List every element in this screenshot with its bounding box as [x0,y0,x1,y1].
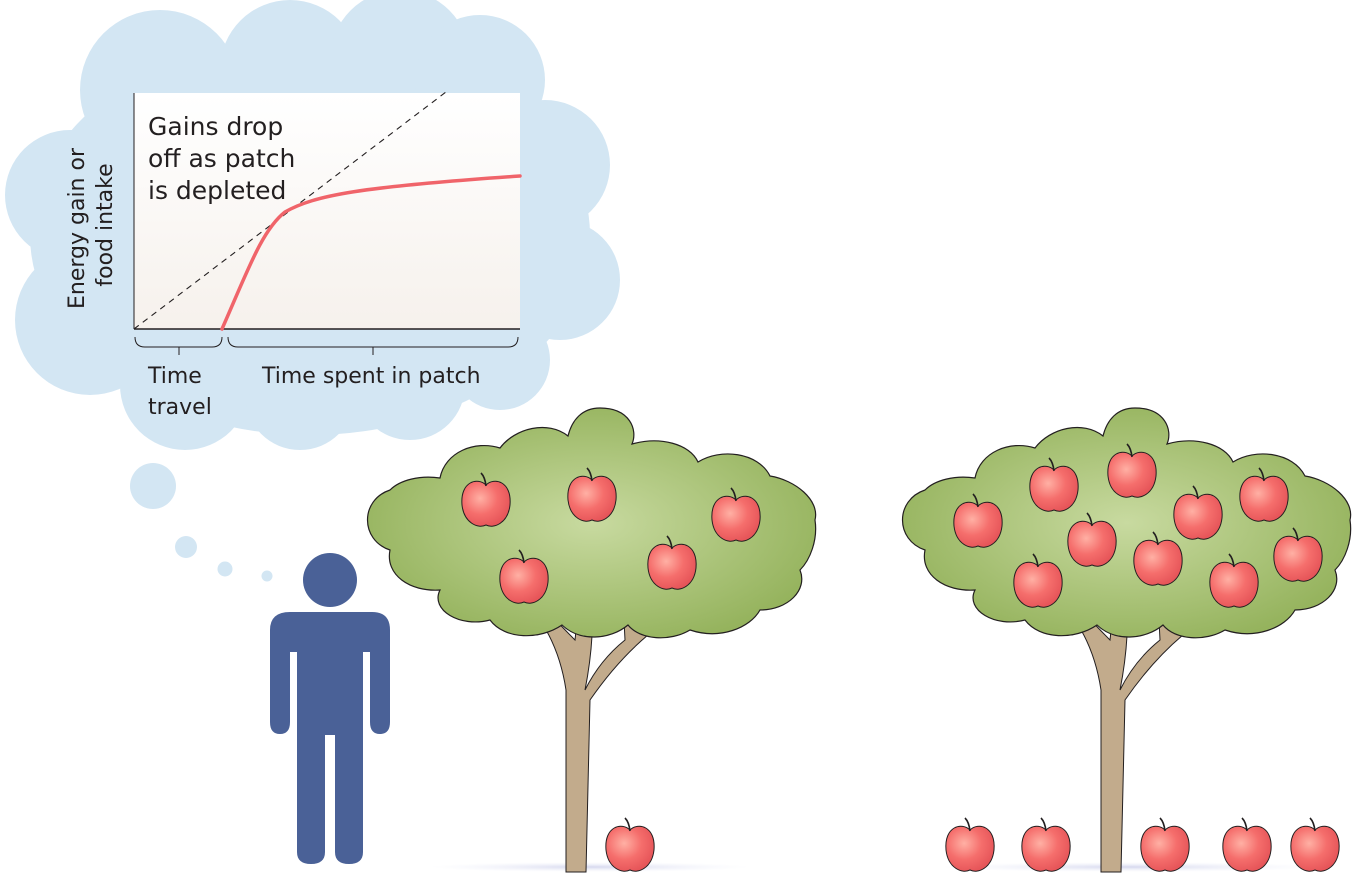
apple-on-tree [647,535,697,590]
person-figure [270,553,390,864]
apple-on-tree [499,549,549,604]
person-body [270,612,390,864]
apple-on-ground [1290,817,1340,872]
apple-on-ground [945,817,995,872]
y-axis-label: Energy gain or food intake [65,141,118,309]
foraging-graph: Gains drop off as patch is depleted Ener… [65,91,522,420]
foliage [367,407,817,639]
annotation-line-2: off as patch [148,144,295,173]
apple-on-ground [605,817,655,872]
apple-on-tree [461,472,511,527]
patch-time-bracket [227,336,519,355]
tree-depleted [367,407,817,873]
thought-trail-dots [130,463,273,582]
travel-label-line-1: Time [147,364,202,389]
gain-curve [220,174,522,331]
plot-area [134,93,520,329]
travel-label-line-2: travel [148,395,212,420]
travel-time-bracket [134,336,223,355]
apple-on-ground [1140,817,1190,872]
graph-annotation: Gains drop off as patch is depleted [148,112,303,205]
annotation-line-3: is depleted [148,176,286,205]
apple-on-tree [1013,553,1063,608]
apple-on-ground [1222,817,1272,872]
apple-on-tree [1029,457,1079,512]
apple-on-ground [1021,817,1071,872]
travel-time-label: Time travel [147,364,212,420]
apple-on-tree [953,493,1003,548]
apple-on-tree [567,467,617,522]
apple-on-tree [1209,553,1259,608]
apple-on-tree [711,487,761,542]
apple-on-tree [1173,485,1223,540]
patch-time-label: Time spent in patch [261,364,481,389]
annotation-line-1: Gains drop [148,112,283,141]
y-axis-label-line-1: Energy gain or [65,147,90,309]
apple-on-tree [1067,512,1117,567]
apple-on-tree [1133,531,1183,586]
y-axis-label-line-2: food intake [93,163,118,286]
apple-on-tree [1239,467,1289,522]
apple-on-tree [1273,527,1323,582]
apples [461,443,1340,872]
apple-on-tree [1107,443,1157,498]
person-head [303,553,357,607]
ground-shadow-left [430,862,750,872]
